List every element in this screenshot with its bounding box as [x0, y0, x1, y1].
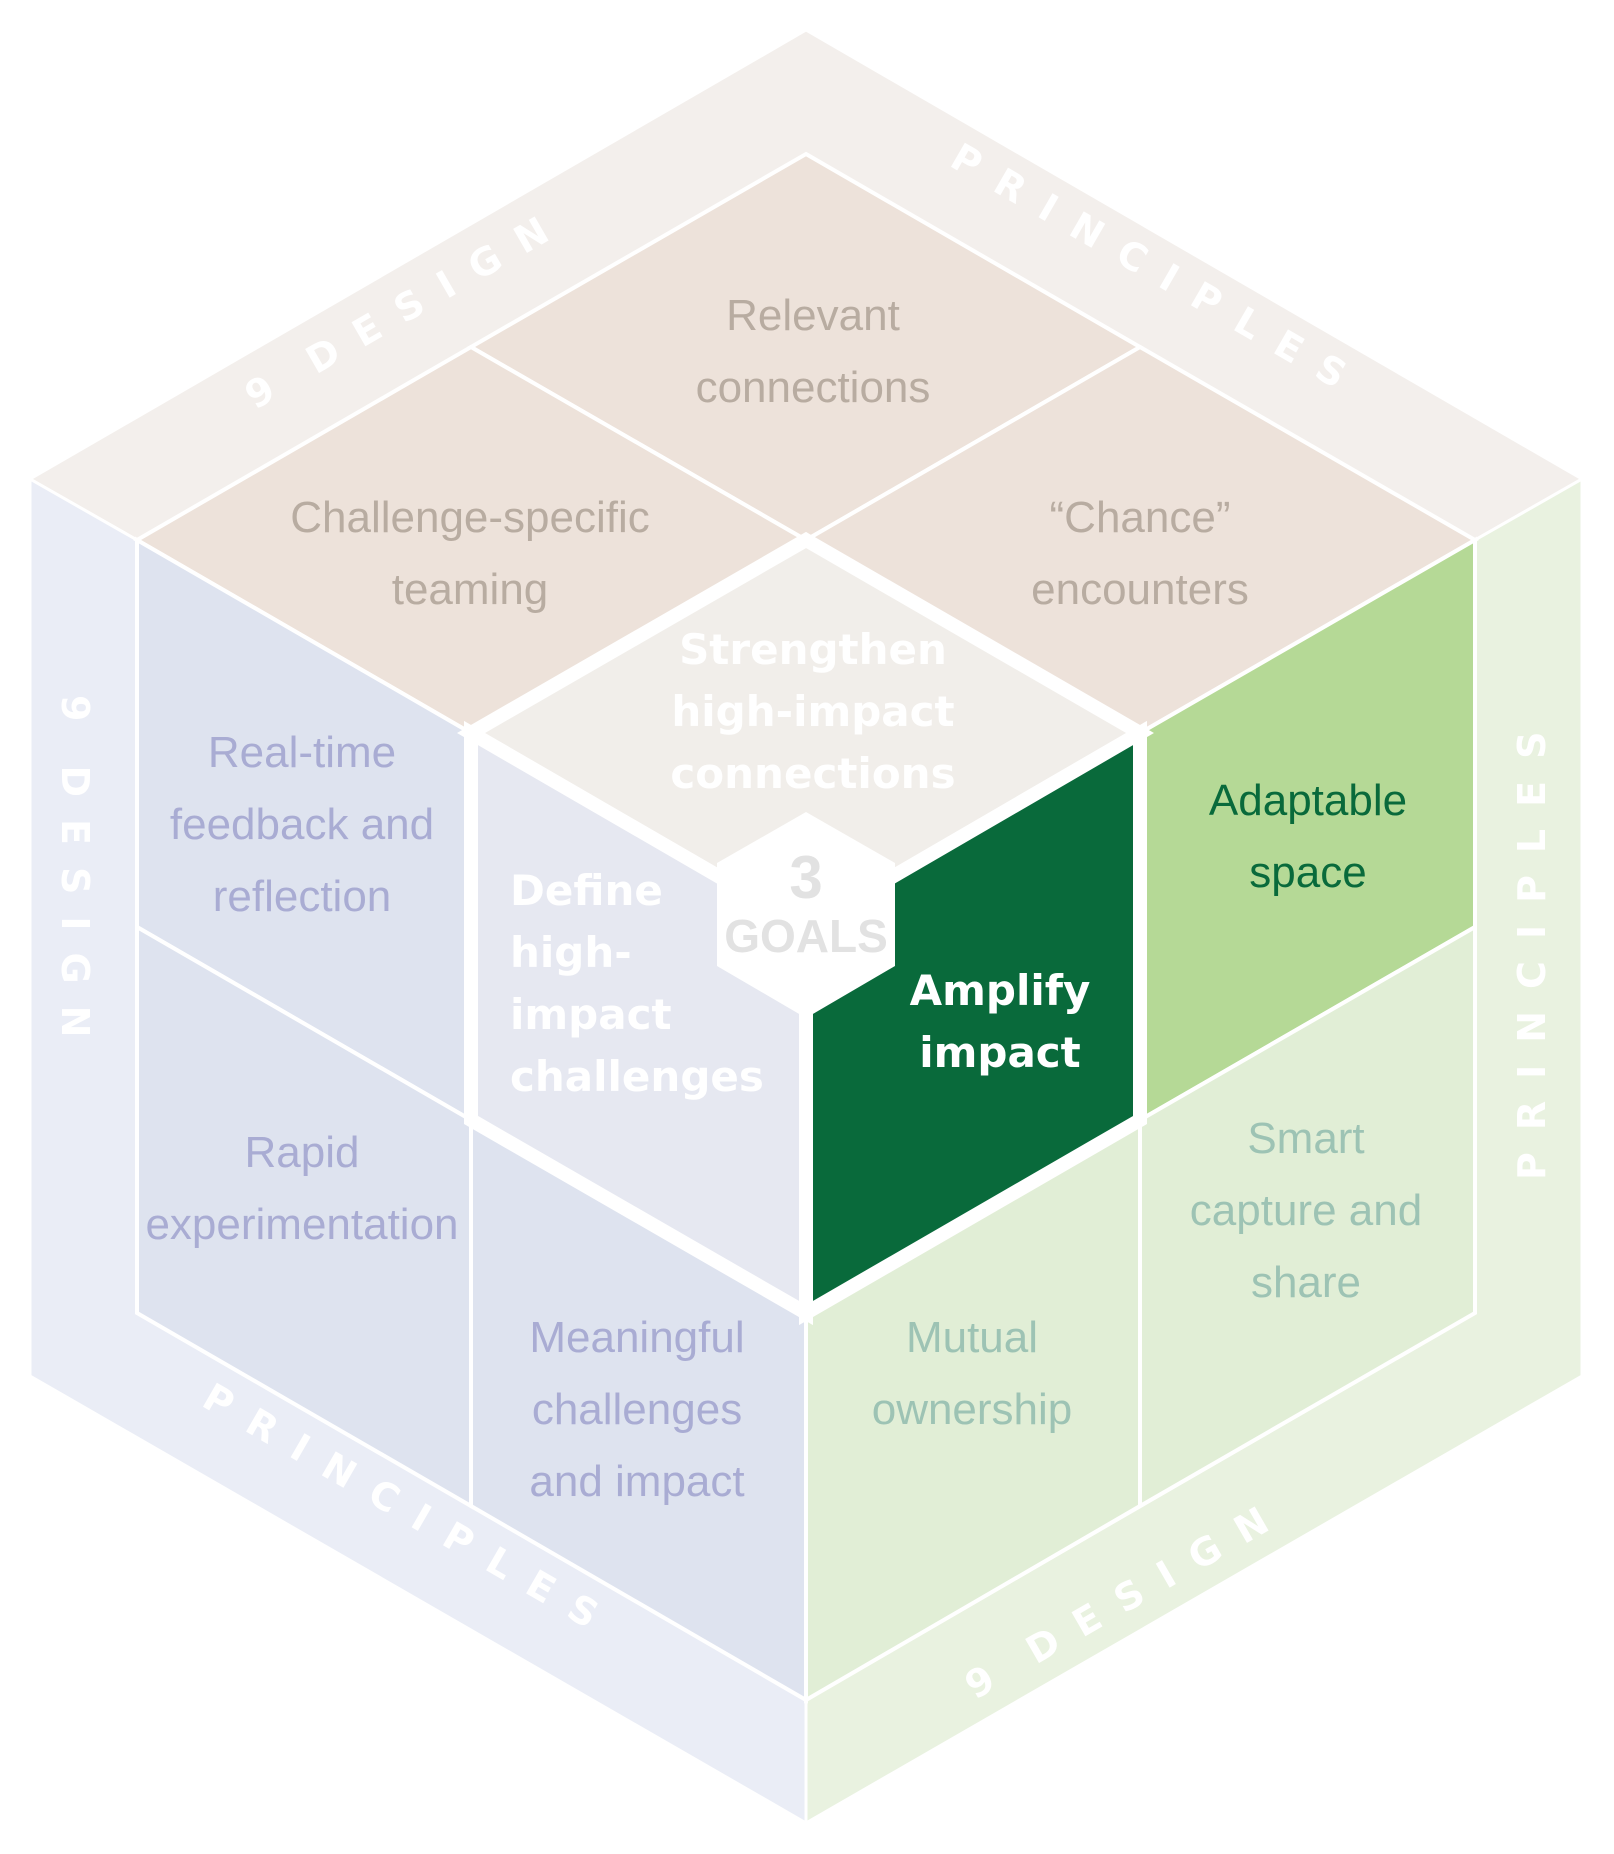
goal-label-line: Amplify: [910, 966, 1091, 1015]
principle-label-line: reflection: [213, 872, 392, 921]
principle-label-line: encounters: [1031, 565, 1249, 614]
goal-label-line: high-impact: [671, 687, 954, 736]
band-label-left: 9DESIGN: [53, 695, 97, 1059]
principle-label-mutual-ownership: Mutual ownership: [872, 1313, 1073, 1434]
goal-cell-amplify: [799, 720, 1147, 1326]
principle-label-line: space: [1249, 848, 1366, 897]
principle-label-line: experimentation: [145, 1200, 458, 1249]
goal-label-line: impact: [510, 990, 672, 1039]
goals-label: GOALS: [724, 910, 888, 962]
principle-label-adaptable-space: Adaptable space: [1209, 776, 1407, 897]
principle-label-line: share: [1251, 1258, 1361, 1307]
principle-label-relevant-connections: Relevant connections: [696, 291, 931, 412]
principle-label-line: Smart: [1247, 1114, 1364, 1163]
goal-label-line: connections: [670, 749, 955, 798]
principle-label-line: ownership: [872, 1385, 1073, 1434]
principle-label-line: Rapid: [245, 1128, 360, 1177]
principle-label-line: challenges: [532, 1385, 742, 1434]
goal-label-define: Define high-impact challenges: [510, 866, 764, 1101]
principle-label-real-time-feedback: Real-time feedback and reflection: [170, 728, 434, 921]
principle-label-line: Real-time: [208, 728, 396, 777]
goal-label-line: challenges: [510, 1052, 764, 1101]
principle-label-line: feedback and: [170, 800, 434, 849]
goal-label-strengthen: Strengthen high-impact connections: [670, 625, 955, 798]
principle-label-chance-encounters: “Chance” encounters: [1031, 493, 1249, 614]
center-goals-hexagon: [717, 812, 895, 1018]
principle-label-line: teaming: [392, 565, 549, 614]
band-label-right: PRINCIPLES: [1510, 710, 1554, 1180]
goal-label-amplify: Amplify impact: [910, 966, 1091, 1077]
principle-label-meaningful-challenges: Meaningful challenges and impact: [529, 1313, 744, 1506]
principle-label-line: connections: [696, 363, 931, 412]
principle-label-challenge-specific-teaming: Challenge-specific teaming: [290, 493, 650, 614]
goal-label-line: high-: [510, 928, 632, 977]
principle-label-line: Challenge-specific: [290, 493, 650, 542]
principle-label-line: Relevant: [726, 291, 900, 340]
goal-label-line: Define: [510, 866, 663, 915]
principle-label-rapid-experimentation: Rapid experimentation: [145, 1128, 458, 1249]
principle-label-line: Adaptable: [1209, 776, 1407, 825]
principle-label-line: Mutual: [906, 1313, 1038, 1362]
principle-label-line: Meaningful: [529, 1313, 744, 1362]
goal-label-line: Strengthen: [679, 625, 947, 674]
principle-label-line: “Chance”: [1050, 493, 1231, 542]
principle-label-line: and impact: [529, 1457, 744, 1506]
principle-label-smart-capture: Smart capture and share: [1190, 1114, 1422, 1307]
goals-count: 3: [789, 844, 822, 911]
principle-label-line: capture and: [1190, 1186, 1422, 1235]
goal-label-line: impact: [919, 1028, 1081, 1077]
